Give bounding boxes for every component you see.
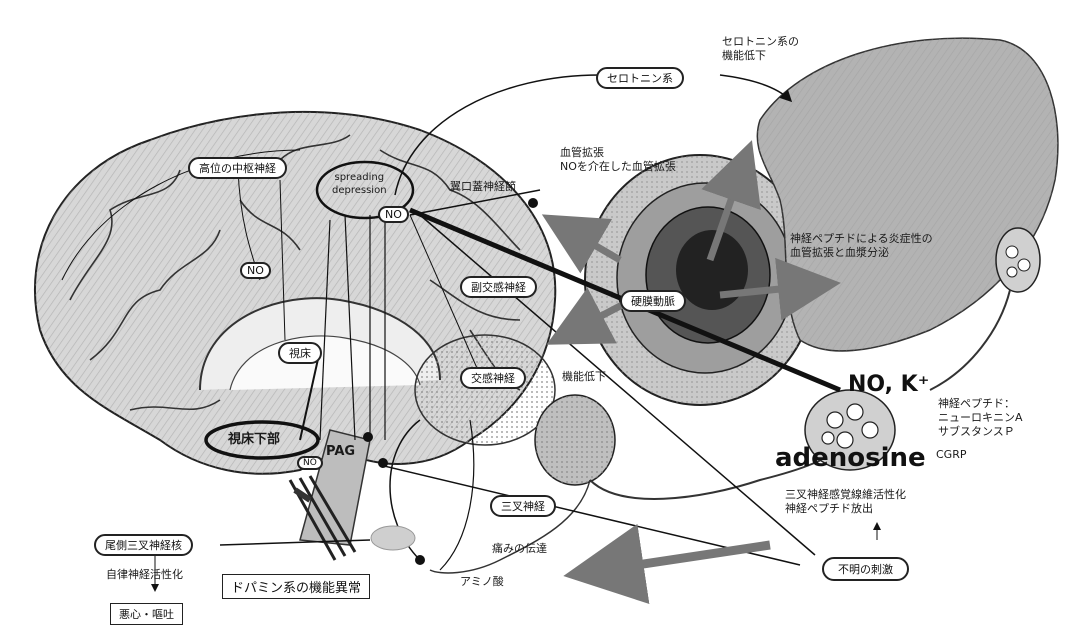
no-pill-1: NO — [378, 206, 409, 223]
cgrp-label: CGRP — [936, 448, 966, 462]
nausea-vomiting-box: 悪心・嘔吐 — [110, 603, 183, 625]
unknown-stimulus-pill: 不明の刺激 — [822, 557, 909, 581]
meningeal-artery-pill: 硬膜動脈 — [620, 290, 686, 312]
no-pill-2: NO — [240, 262, 271, 279]
trigeminal-activation-label: 三叉神経感覚線維活性化 神経ペプチド放出 — [785, 488, 906, 516]
higher-cns-pill: 高位の中枢神経 — [188, 157, 287, 179]
hypofunction-label: 機能低下 — [562, 370, 606, 384]
neuropeptides-label: 神経ペプチド： ニューロキニンA サブスタンスＰ — [938, 397, 1023, 438]
amino-acid-label: アミノ酸 — [460, 575, 504, 589]
caudal-trigeminal-nucleus-pill: 尾側三叉神経核 — [94, 534, 193, 556]
pag-label: PAG — [326, 444, 355, 460]
thalamus-pill: 視床 — [278, 342, 322, 364]
caudal-nucleus-blob — [371, 526, 415, 550]
serotonin-decline-label: セロトニン系の 機能低下 — [722, 35, 799, 63]
no-k-label: NO, K⁺ — [848, 372, 929, 397]
neurogenic-inflammation-label: 神経ペプチドによる炎症性の 血管拡張と血漿分泌 — [790, 232, 933, 260]
meningeal-tissue — [757, 38, 1058, 351]
trigeminal-nerve-pill: 三叉神経 — [490, 495, 556, 517]
parasympathetic-pill: 副交感神経 — [460, 276, 537, 298]
no-pill-3: NO — [297, 456, 323, 470]
hypothalamus-label: 視床下部 — [228, 432, 280, 448]
serotonin-pill: セロトニン系 — [596, 67, 684, 89]
spreading-depression-label: spreading depression — [332, 172, 387, 197]
sympathetic-pill: 交感神経 — [460, 367, 526, 389]
pain-transmission-label: 痛みの伝達 — [492, 542, 547, 556]
sphenopalatine-ganglion-label: 翼口蓋神経節 — [450, 180, 516, 194]
dopamine-dysfunction-box: ドパミン系の機能異常 — [222, 574, 370, 599]
vasodilation-label: 血管拡張 NOを介在した血管拡張 — [560, 146, 676, 174]
adenosine-label: adenosine — [775, 443, 926, 473]
autonomic-activation-label: 自律神経活性化 — [106, 568, 183, 582]
